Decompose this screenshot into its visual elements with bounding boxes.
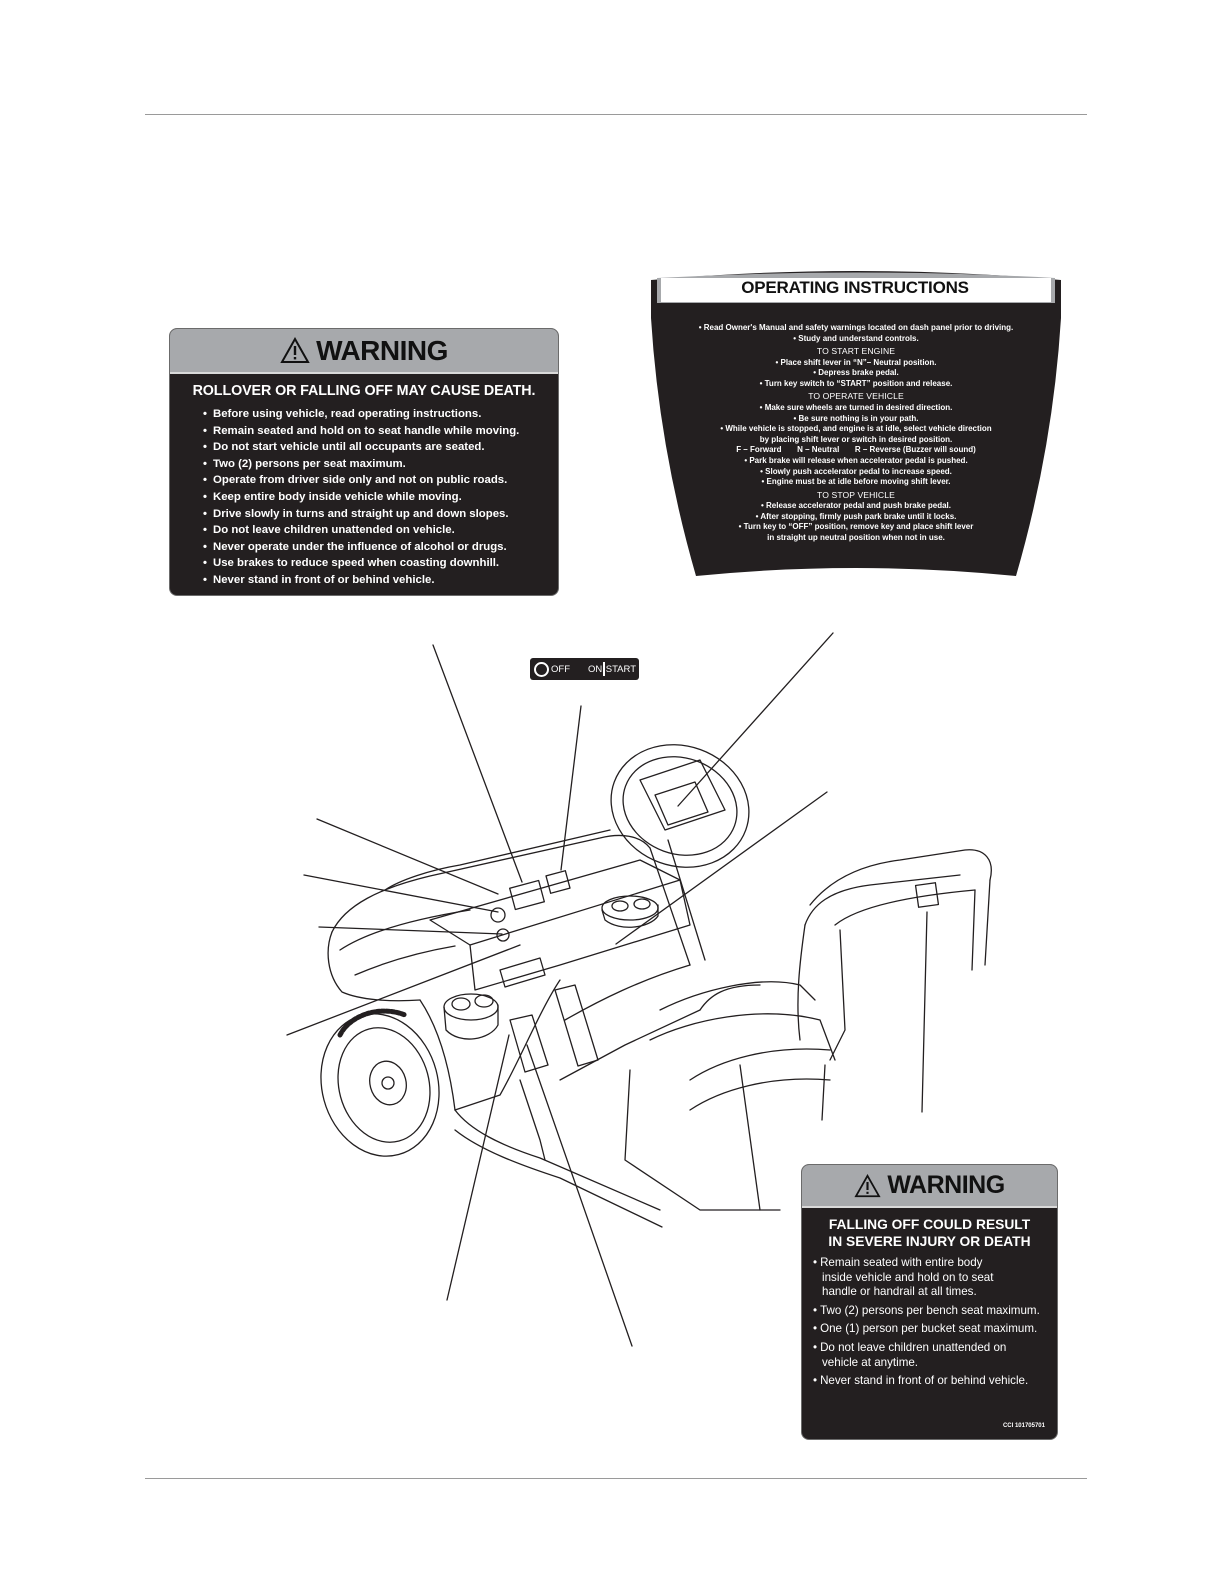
- part-number: CCI 101705701: [1002, 1423, 1045, 1429]
- key-on-label: ON: [588, 663, 603, 675]
- instruction-line: • Turn key switch to “START” position an…: [759, 378, 953, 388]
- list-item: Do not start vehicle until all occupants…: [203, 439, 558, 456]
- instruction-line: • Read Owner's Manual and safety warning…: [698, 323, 1014, 332]
- warning-headline: FALLING OFF COULD RESULT IN SEVERE INJUR…: [802, 1216, 1057, 1250]
- instruction-line: • Release accelerator pedal and push bra…: [761, 501, 951, 511]
- top-rule: [145, 114, 1087, 115]
- list-item: Two (2) persons per bench seat maximum.: [813, 1304, 1057, 1319]
- section-heading: TO OPERATE VEHICLE: [808, 391, 904, 402]
- list-item: One (1) person per bucket seat maximum.: [813, 1322, 1057, 1337]
- list-item: Never stand in front of or behind vehicl…: [813, 1374, 1057, 1389]
- warning-header: WARNING: [170, 329, 558, 374]
- operating-instructions-decal: OPERATING INSTRUCTIONS • Read Owner's Ma…: [651, 268, 1061, 586]
- warning-triangle-icon: [854, 1173, 881, 1197]
- key-divider: [603, 662, 605, 676]
- section-heading: TO STOP VEHICLE: [817, 489, 895, 500]
- operating-decal-shape: [651, 271, 1061, 576]
- list-item: Before using vehicle, read operating ins…: [203, 406, 558, 423]
- instruction-line: • Turn key to “OFF” position, remove key…: [738, 522, 974, 532]
- list-item: Do not leave children unattended on vehi…: [203, 522, 558, 539]
- instruction-line: • Depress brake pedal.: [813, 368, 899, 378]
- key-start-label: START: [605, 663, 637, 675]
- warning-header: WARNING: [802, 1165, 1057, 1208]
- list-item: Use brakes to reduce speed when coasting…: [203, 555, 558, 572]
- instruction-line: in straight up neutral position when not…: [767, 533, 945, 542]
- instruction-line: • Be sure nothing is in your path.: [793, 413, 919, 423]
- list-item: Never stand in front of or behind vehicl…: [203, 572, 558, 589]
- warning-decal-rollover: WARNING ROLLOVER OR FALLING OFF MAY CAUS…: [170, 329, 558, 595]
- instruction-line: • Place shift lever in “N”– Neutral posi…: [775, 357, 937, 367]
- instruction-line: F – Forward N – Neutral R – Reverse (Buz…: [736, 445, 976, 455]
- instruction-line: • Park brake will release when accelerat…: [744, 455, 968, 465]
- list-item: Keep entire body inside vehicle while mo…: [203, 489, 558, 506]
- list-item: Operate from driver side only and not on…: [203, 472, 558, 489]
- headline-line: FALLING OFF COULD RESULT: [828, 1217, 1031, 1232]
- instruction-line: • After stopping, firmly push park brake…: [755, 511, 957, 521]
- warning-list: Remain seated with entire body inside ve…: [802, 1256, 1057, 1389]
- instruction-line: • Slowly push accelerator pedal to incre…: [760, 466, 952, 476]
- key-off-label: OFF: [551, 663, 570, 675]
- instruction-line: • While vehicle is stopped, and engine i…: [720, 424, 992, 434]
- warning-list: Before using vehicle, read operating ins…: [170, 406, 558, 589]
- headline-line: IN SEVERE INJURY OR DEATH: [828, 1234, 1031, 1249]
- list-item: Do not leave children unattended on vehi…: [813, 1341, 1022, 1370]
- operating-title: OPERATING INSTRUCTIONS: [741, 278, 969, 297]
- instruction-line: • Engine must be at idle before moving s…: [761, 477, 951, 487]
- warning-headline: ROLLOVER OR FALLING OFF MAY CAUSE DEATH.: [192, 383, 536, 399]
- section-heading: TO START ENGINE: [816, 346, 896, 357]
- list-item: Drive slowly in turns and straight up an…: [203, 506, 558, 523]
- list-item: Remain seated and hold on to seat handle…: [203, 423, 558, 440]
- key-switch-decal: OFF ON START: [530, 658, 639, 680]
- warning-decal-falling: WARNING FALLING OFF COULD RESULT IN SEVE…: [802, 1165, 1057, 1439]
- operating-body: • Read Owner's Manual and safety warning…: [661, 323, 1051, 544]
- warning-label: WARNING: [316, 334, 448, 366]
- key-switch-ring-icon: [534, 661, 549, 677]
- list-item: Remain seated with entire body inside ve…: [813, 1256, 1007, 1300]
- list-item: Two (2) persons per seat maximum.: [203, 456, 558, 473]
- warning-label: WARNING: [887, 1171, 1005, 1199]
- instruction-line: • Make sure wheels are turned in desired…: [759, 402, 953, 412]
- instruction-line: • Study and understand controls.: [793, 333, 919, 343]
- bottom-rule: [145, 1478, 1087, 1479]
- warning-triangle-icon: [280, 337, 310, 363]
- instruction-line: by placing shift lever or switch in desi…: [759, 434, 953, 444]
- list-item: Never operate under the influence of alc…: [203, 539, 558, 556]
